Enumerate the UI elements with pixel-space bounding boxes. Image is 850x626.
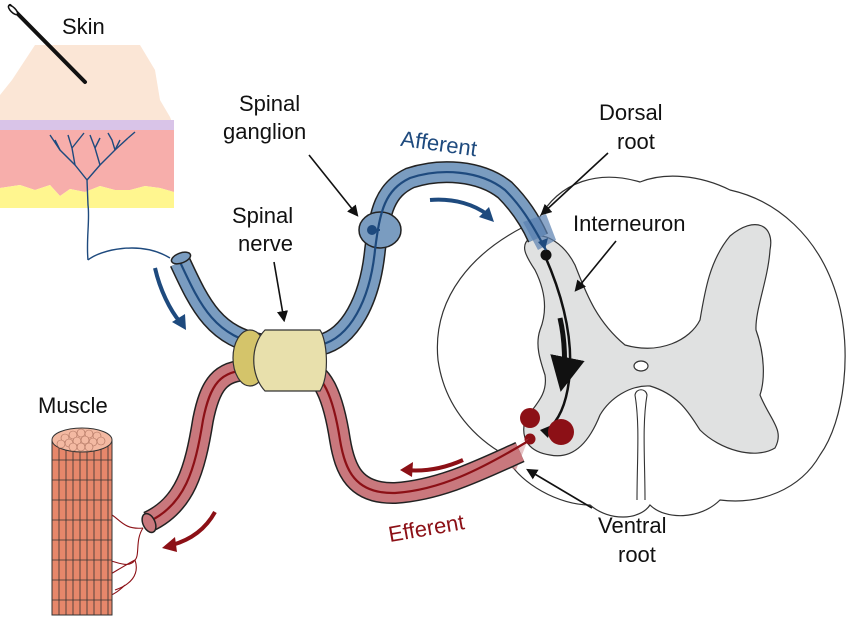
- muscle-fiber-lines: [52, 442, 112, 615]
- motor-neuron-body: [520, 408, 540, 428]
- label-dorsal-root-group: Dorsal root: [540, 100, 663, 216]
- interneuron-direction-arrow: [550, 317, 585, 392]
- label-spinal-nerve-line2: nerve: [238, 231, 293, 256]
- pointer-interneuron: [574, 240, 617, 292]
- label-efferent: Efferent: [386, 509, 466, 547]
- pointer-ventral-root: [526, 468, 593, 509]
- label-spinal-ganglion-line1: Spinal: [239, 91, 300, 116]
- efferent-nerve-cut-end: [141, 512, 157, 534]
- label-spinal-ganglion-group: Spinal ganglion: [223, 91, 359, 217]
- spinal-cord: [436, 175, 846, 518]
- spinal-nerve-sheath: [232, 329, 328, 392]
- label-dorsal-root-line1: Dorsal: [599, 100, 663, 125]
- interneuron-cell-body: [540, 249, 552, 261]
- afferent-nerve-cut-end: [170, 251, 192, 265]
- label-interneuron-group: Interneuron: [573, 211, 686, 292]
- sensory-nerve-endings: [49, 131, 171, 261]
- efferent-axon: [147, 368, 531, 523]
- pointer-spinal-nerve: [273, 261, 288, 323]
- skin-basal-layer: [0, 120, 174, 130]
- label-skin: Skin: [62, 14, 105, 39]
- muscle: Muscle: [38, 393, 113, 616]
- needle-icon: [7, 4, 87, 84]
- label-spinal-nerve-line1: Spinal: [232, 203, 293, 228]
- sheath-front: [253, 329, 328, 392]
- label-ventral-root-group: Ventral root: [526, 468, 667, 567]
- efferent-nerve: [91, 359, 531, 598]
- pointer-spinal-ganglion: [308, 154, 359, 217]
- central-canal: [633, 360, 649, 372]
- label-afferent: Afferent: [399, 126, 478, 161]
- label-ventral-root-line1: Ventral: [598, 513, 667, 538]
- skin-section: Skin: [0, 4, 174, 261]
- label-spinal-nerve-group: Spinal nerve: [232, 203, 293, 323]
- label-dorsal-root-line2: root: [617, 129, 655, 154]
- efferent-arrow-muscle-icon: [171, 510, 217, 547]
- pointer-dorsal-root: [540, 152, 609, 216]
- ventral-median-fissure: [634, 389, 648, 501]
- afferent-arrow-icon: [429, 197, 490, 217]
- label-ventral-root-line2: root: [618, 542, 656, 567]
- muscle-fiber-bundle: [51, 439, 113, 616]
- label-muscle: Muscle: [38, 393, 108, 418]
- label-interneuron: Interneuron: [573, 211, 686, 236]
- afferent-terminal: [538, 238, 548, 250]
- motor-neuron-body: [548, 419, 574, 445]
- label-spinal-ganglion-line2: ganglion: [223, 119, 306, 144]
- spinal-cord-gray-matter: [523, 224, 779, 457]
- skin-dermis: [0, 130, 174, 196]
- muscle-fiber-ends: [56, 428, 106, 452]
